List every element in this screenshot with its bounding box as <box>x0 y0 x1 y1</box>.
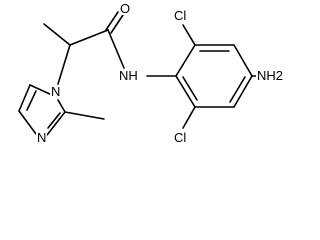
imidazole-n3-label: N <box>36 130 48 145</box>
bond-ring-c6-c1-inner <box>182 76 198 101</box>
bond-ring-cl-bottom <box>182 106 196 129</box>
bond-methyl-ch <box>43 23 71 46</box>
bond-ch-imidazole-n <box>57 44 71 85</box>
bond-n3-c2 <box>46 111 66 136</box>
bond-diagram <box>18 11 259 136</box>
bond-carbonyl-oxygen-b <box>110 14 124 34</box>
bond-carbonyl-oxygen-a <box>105 11 119 31</box>
bond-c2-n1 <box>57 99 66 113</box>
bond-ring-c6-c1 <box>175 75 196 108</box>
bond-c4-n3 <box>18 110 37 135</box>
bond-c2-methyl <box>64 111 105 120</box>
bond-carbonyl-amide-n <box>107 29 125 69</box>
bond-ring-c4-c5-inner <box>229 76 246 103</box>
bond-ring-c4-c5 <box>233 75 253 108</box>
carbonyl-oxygen-label: O <box>119 1 132 16</box>
chlorine-top-label: Cl <box>173 8 188 23</box>
structure-canvas: O NH N N Cl Cl NH2 <box>18 1 285 145</box>
bond-ring-c1-c2 <box>175 44 196 77</box>
bond-ring-c3-c4 <box>233 44 253 77</box>
bond-ch-carbonyl <box>69 29 109 46</box>
bond-n1-c5 <box>29 84 53 96</box>
bond-ring-cl-top <box>182 24 196 46</box>
amine-nh2-label: NH2 <box>256 68 285 83</box>
imidazole-n1-label: N <box>50 84 62 99</box>
bond-n3-c2-inner <box>47 112 61 129</box>
amide-nh-label: NH <box>118 68 139 83</box>
bond-c5-c4-inner <box>26 90 37 111</box>
chlorine-bottom-label: Cl <box>173 130 188 145</box>
bond-c5-c4 <box>18 84 31 112</box>
